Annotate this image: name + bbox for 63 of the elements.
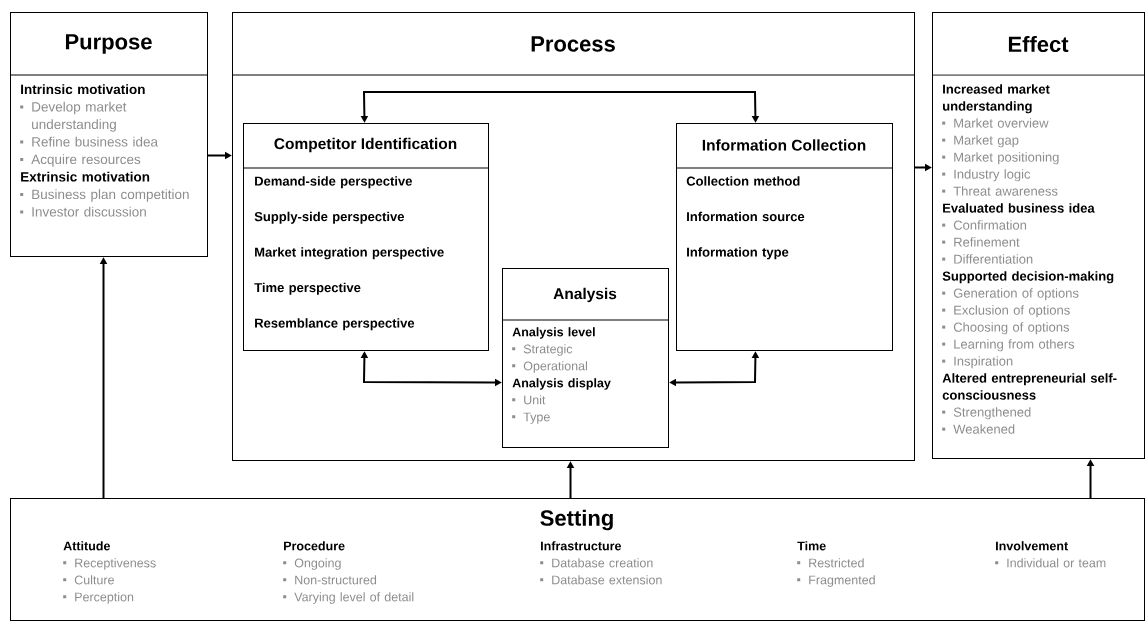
list-item: Inspiration <box>942 356 1013 369</box>
list-item: Market overview <box>942 118 1049 128</box>
list-item: Differentiation <box>942 254 1033 264</box>
subheading: Supply-side perspective <box>254 211 405 224</box>
subheading: Time perspective <box>254 282 361 295</box>
list-item: Restricted <box>797 558 864 568</box>
subheading: Analysis display <box>512 378 611 390</box>
list-item: Database creation <box>540 558 653 568</box>
subheading: Increased market understanding <box>943 84 1050 114</box>
panel-title: Competitor Identification <box>274 137 457 153</box>
list-item: Culture <box>63 575 114 585</box>
list-item: Individual or team <box>995 558 1106 568</box>
list-item: Investor discussion <box>20 206 146 217</box>
list-item: Fragmented <box>797 575 875 587</box>
list-item: Type <box>512 412 550 424</box>
list-item: Database extension <box>540 575 662 585</box>
list-item: Refine business idea <box>20 136 158 147</box>
list-item: Generation of options <box>942 288 1079 301</box>
subheading: Analysis level <box>512 327 595 339</box>
list-item: Confirmation <box>942 220 1027 230</box>
list-item: Industry logic <box>942 169 1031 182</box>
subheading: Procedure <box>284 541 345 551</box>
panel-title: Process <box>531 36 615 52</box>
list-item: Develop market understanding <box>20 101 127 132</box>
subheading: Information source <box>687 211 805 222</box>
list-item: Strengthened <box>942 407 1031 420</box>
list-item: Threat awareness <box>942 186 1058 196</box>
subheading: Intrinsic motivation <box>21 84 145 95</box>
subheading: Altered entrepreneurial self-consciousness <box>942 373 1117 400</box>
subheading: Extrinsic motivation <box>21 171 150 182</box>
subheading: Resemblance perspective <box>255 318 415 331</box>
panel-title: Purpose <box>65 34 152 54</box>
subheading: Time <box>797 541 826 551</box>
list-item: Varying level of detail <box>283 592 414 604</box>
list-item: Ongoing <box>283 558 341 570</box>
list-item: Receptiveness <box>63 558 156 570</box>
panel-title: Analysis <box>553 287 617 303</box>
subheading: Evaluated business idea <box>943 203 1095 213</box>
list-item: Refinement <box>942 237 1020 247</box>
list-item: Choosing of options <box>942 322 1070 335</box>
list-item: Acquire resources <box>20 154 141 167</box>
panel-title: Effect <box>1008 35 1069 53</box>
subheading: Collection method <box>686 176 800 186</box>
subheading: Infrastructure <box>541 541 622 551</box>
panel-title: Information Collection <box>702 139 866 151</box>
list-item: Business plan competition <box>20 189 189 202</box>
list-item: Learning from others <box>942 339 1075 352</box>
list-item: Market positioning <box>942 152 1059 165</box>
subheading: Involvement <box>996 541 1068 551</box>
subheading: Information type <box>687 247 789 260</box>
panel-title: Setting <box>540 509 613 531</box>
list-item: Weakened <box>942 424 1015 434</box>
list-item: Unit <box>512 395 546 405</box>
list-item: Market gap <box>942 135 1019 148</box>
list-item: Strategic <box>512 344 573 356</box>
list-item: Perception <box>63 592 134 604</box>
subheading: Supported decision-making <box>942 271 1114 284</box>
subheading: Attitude <box>63 541 110 551</box>
list-item: Exclusion of options <box>942 305 1070 318</box>
list-item: Non-structured <box>283 575 377 585</box>
list-item: Operational <box>512 361 587 373</box>
subheading: Market integration perspective <box>255 247 444 260</box>
subheading: Demand-side perspective <box>255 176 412 189</box>
